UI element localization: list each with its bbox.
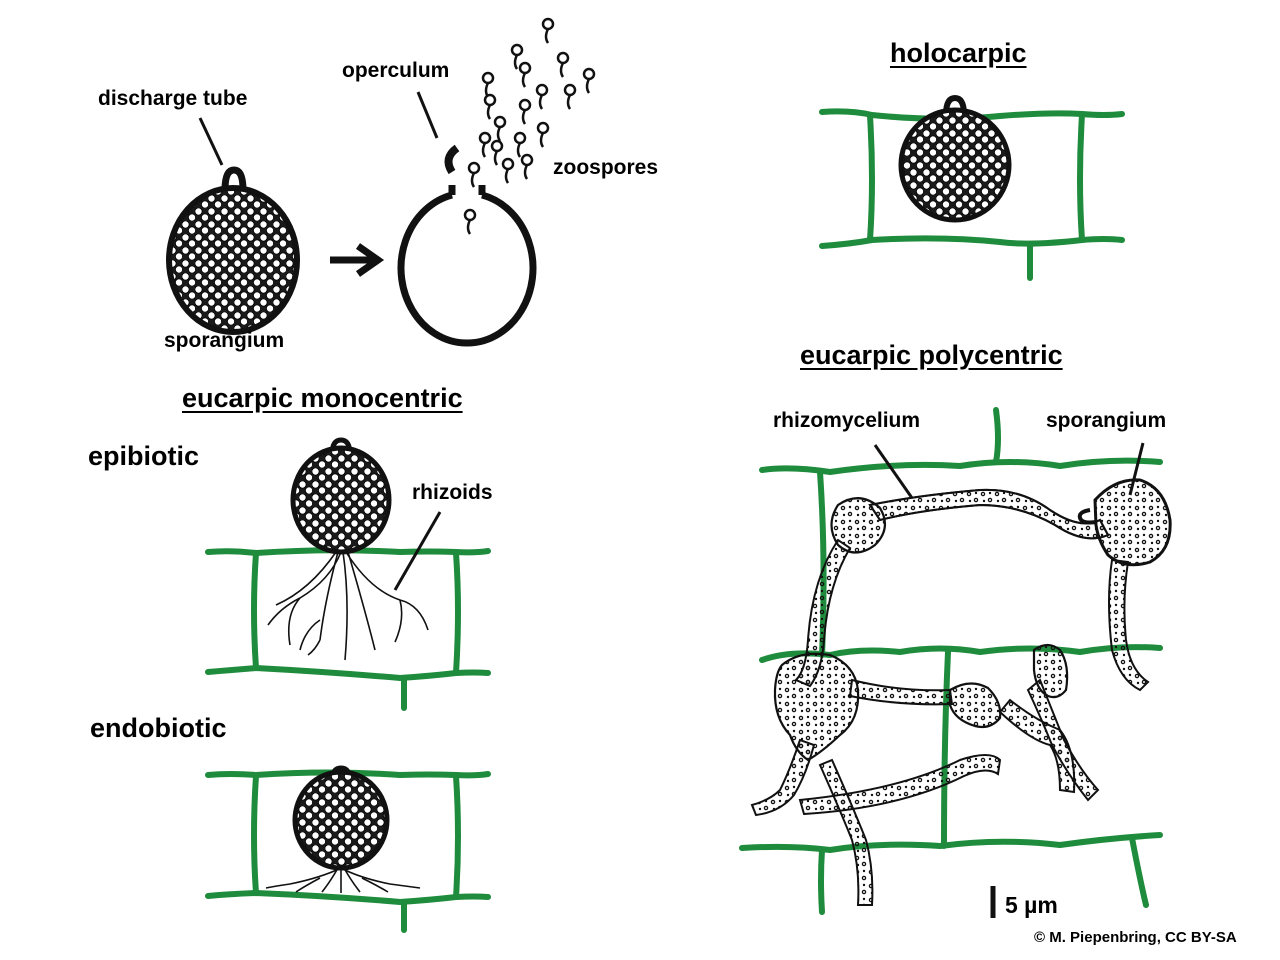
sporangium-label-right: sporangium bbox=[1046, 409, 1167, 432]
eucarpic-polycentric-heading: eucarpic polycentric bbox=[800, 340, 1063, 370]
rhizoids-pointer bbox=[393, 511, 442, 591]
zoospore-cloud bbox=[463, 17, 596, 235]
rhizomycelium-label: rhizomycelium bbox=[773, 409, 921, 432]
epibiotic-rhizoids bbox=[267, 551, 429, 661]
epibiotic-label: epibiotic bbox=[88, 441, 200, 471]
polycentric-sporangium bbox=[1077, 478, 1172, 567]
polycentric-swellings bbox=[773, 497, 1069, 762]
sporangium-pointer-right bbox=[1128, 442, 1145, 496]
rhizomycelium bbox=[750, 488, 1150, 906]
epibiotic-sporangium bbox=[290, 437, 392, 555]
eucarpic-monocentric-heading: eucarpic monocentric bbox=[182, 383, 463, 413]
rhizoids-label: rhizoids bbox=[412, 481, 493, 504]
holocarpic-heading: holocarpic bbox=[890, 38, 1027, 68]
sporangium-label-left: sporangium bbox=[164, 329, 285, 352]
zoospores-label: zoospores bbox=[553, 156, 659, 179]
sporangium-full bbox=[166, 117, 300, 335]
sporangium-empty bbox=[397, 91, 537, 347]
discharge-tube-label: discharge tube bbox=[98, 87, 248, 110]
holocarpic-sporangium bbox=[898, 94, 1012, 223]
endobiotic-sporangium bbox=[292, 765, 390, 871]
epibiotic-host-cells bbox=[205, 547, 491, 711]
endobiotic-label: endobiotic bbox=[90, 713, 227, 743]
copyright-notice: © M. Piepenbring, CC BY-SA bbox=[1034, 929, 1237, 946]
holocarpic-host-cells bbox=[819, 108, 1125, 281]
arrow-icon bbox=[330, 243, 385, 277]
operculum-label: operculum bbox=[342, 59, 450, 82]
scale-bar-label: 5 µm bbox=[1005, 892, 1058, 918]
rhizomycelium-pointer bbox=[873, 444, 914, 499]
endobiotic-rhizoids bbox=[265, 867, 421, 893]
endobiotic-host-cells bbox=[205, 769, 491, 933]
